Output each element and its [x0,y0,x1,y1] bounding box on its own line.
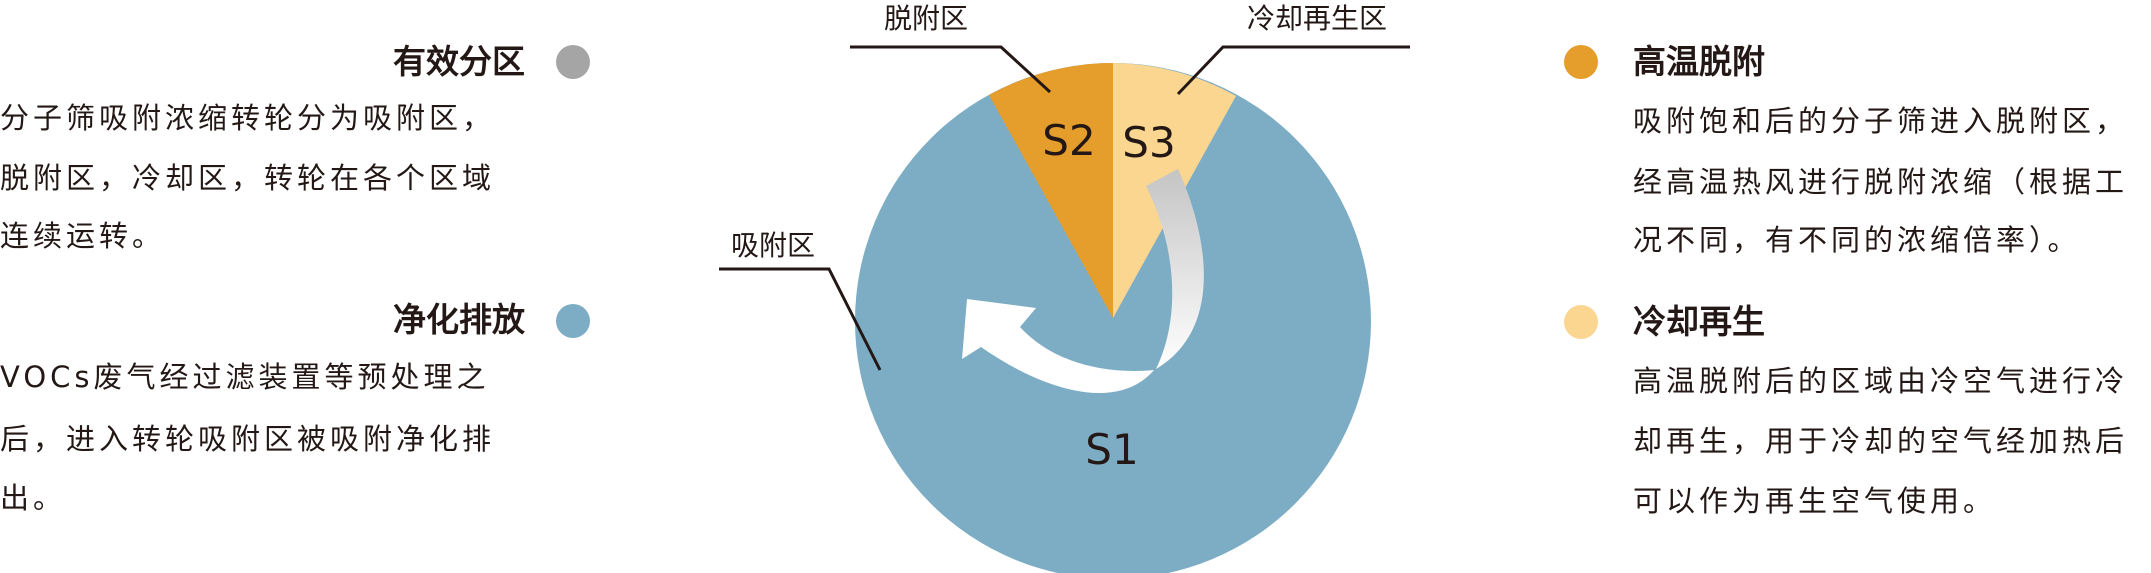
body-line: 可以作为再生空气使用。 [1633,484,1997,518]
body-line: VOCs废气经过滤装置等预处理之 [0,360,490,394]
section-title: 有效分区 [393,42,525,81]
body-line: 吸附饱和后的分子筛进入脱附区， [1633,104,2129,138]
body-line: 出。 [0,481,67,515]
orange-dot-icon [1564,45,1598,79]
body-line: 分子筛吸附浓缩转轮分为吸附区， [0,101,496,135]
body-line: 连续运转。 [0,219,166,253]
zone-label-cooling: 冷却再生区 [1247,2,1387,35]
leader-line-desorption [850,45,1052,94]
body-line: 后，进入转轮吸附区被吸附净化排 [0,422,496,456]
blue-dot-icon [556,304,590,338]
light-yellow-dot-icon [1564,305,1598,339]
zone-id-s2: S2 [1042,116,1095,165]
section-title: 净化排放 [393,300,525,339]
white-rotation-arrow-icon [962,299,1154,394]
body-line: 况不同，有不同的浓缩倍率）。 [1633,223,2081,257]
gray-rotation-arrow-icon [1146,169,1204,369]
gray-dot-icon [556,45,590,79]
body-line: 高温脱附后的区域由冷空气进行冷 [1633,364,2129,398]
leader-line-adsorption [719,267,882,371]
zone-id-s1: S1 [1085,425,1138,474]
body-line: 却再生，用于冷却的空气经加热后 [1633,424,2129,458]
body-line: 经高温热风进行脱附浓缩（根据工 [1633,165,2129,199]
zone-id-s3: S3 [1122,118,1175,167]
zone-s2-desorption [989,63,1113,318]
section-title: 冷却再生 [1633,302,1765,341]
zone-label-adsorption: 吸附区 [731,229,815,262]
leader-line-cooling [1176,45,1410,96]
zone-label-desorption: 脱附区 [884,2,968,35]
section-title: 高温脱附 [1633,42,1765,81]
body-line: 脱附区，冷却区，转轮在各个区域 [0,161,496,195]
zone-s1-adsorption [855,63,1371,573]
